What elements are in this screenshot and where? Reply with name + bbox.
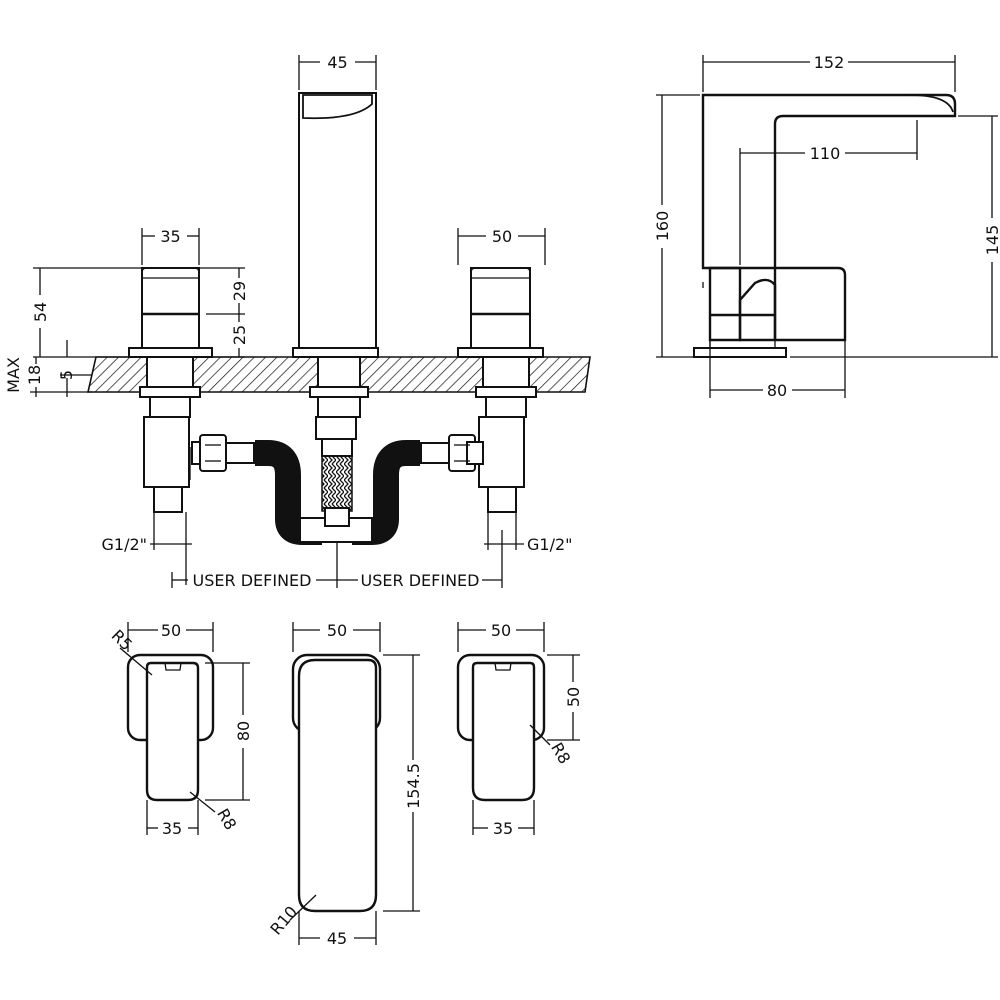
dim-plan-right-radius: R8 xyxy=(547,739,574,767)
dim-handle-lower: 25 xyxy=(230,325,249,345)
spout-front xyxy=(292,92,379,358)
side-elevation: 152 110 160 145 80 xyxy=(653,53,1000,400)
dim-plan-spout-inner-width: 45 xyxy=(327,929,347,948)
dim-deck-plate: 5 xyxy=(57,370,76,380)
dim-handle-upper: 29 xyxy=(230,281,249,301)
dim-spout-width: 45 xyxy=(327,53,347,72)
plan-left-handle: 50 R5 80 35 R8 xyxy=(108,621,253,838)
left-valve-body xyxy=(139,356,201,513)
plan-right-handle: 50 50 R8 35 xyxy=(456,621,583,838)
dim-overall-height: 160 xyxy=(653,211,672,242)
plan-spout: 50 154.5 45 R10 xyxy=(266,621,423,948)
dim-left-handle-width: 35 xyxy=(160,227,180,246)
dim-deck-thickness: 18 xyxy=(25,365,44,385)
dim-right-handle-width: 50 xyxy=(492,227,512,246)
dim-plan-left-width: 50 xyxy=(161,621,181,640)
right-hose-connector xyxy=(420,434,484,472)
left-handle-front xyxy=(128,267,213,358)
dim-plan-left-r8: R8 xyxy=(213,805,240,833)
spout-side xyxy=(701,93,957,342)
dim-plan-left-inner-width: 35 xyxy=(162,819,182,838)
dim-base-length: 80 xyxy=(767,381,787,400)
dim-spout-height: 145 xyxy=(983,225,1000,256)
dim-max-label: MAX xyxy=(4,357,23,393)
dim-spacing-right: USER DEFINED xyxy=(361,571,480,590)
dim-plan-left-height: 80 xyxy=(234,721,253,741)
right-valve-body xyxy=(475,356,537,513)
handle-side xyxy=(708,266,847,342)
right-handle-front xyxy=(457,267,544,358)
dim-handle-height: 54 xyxy=(31,302,50,322)
dim-reach: 110 xyxy=(810,144,841,163)
dim-plan-right-width: 50 xyxy=(491,621,511,640)
dim-plan-right-height: 50 xyxy=(564,687,583,707)
dim-plan-spout-radius: R10 xyxy=(266,902,301,938)
dim-overall-width: 152 xyxy=(814,53,845,72)
front-elevation: 45 35 50 54 29 25 18 MAX 5 xyxy=(4,53,591,590)
dim-spacing-left: USER DEFINED xyxy=(193,571,312,590)
dim-plan-spout-width: 50 xyxy=(327,621,347,640)
base-plate xyxy=(693,347,787,358)
dim-thread-right: G1/2" xyxy=(527,535,573,554)
dim-thread-left: G1/2" xyxy=(101,535,147,554)
spout-shank xyxy=(309,356,369,512)
left-hose-connector xyxy=(191,434,255,472)
dim-plan-spout-length: 154.5 xyxy=(404,763,423,809)
tee-connector xyxy=(299,517,373,543)
dim-plan-right-inner-width: 35 xyxy=(493,819,513,838)
